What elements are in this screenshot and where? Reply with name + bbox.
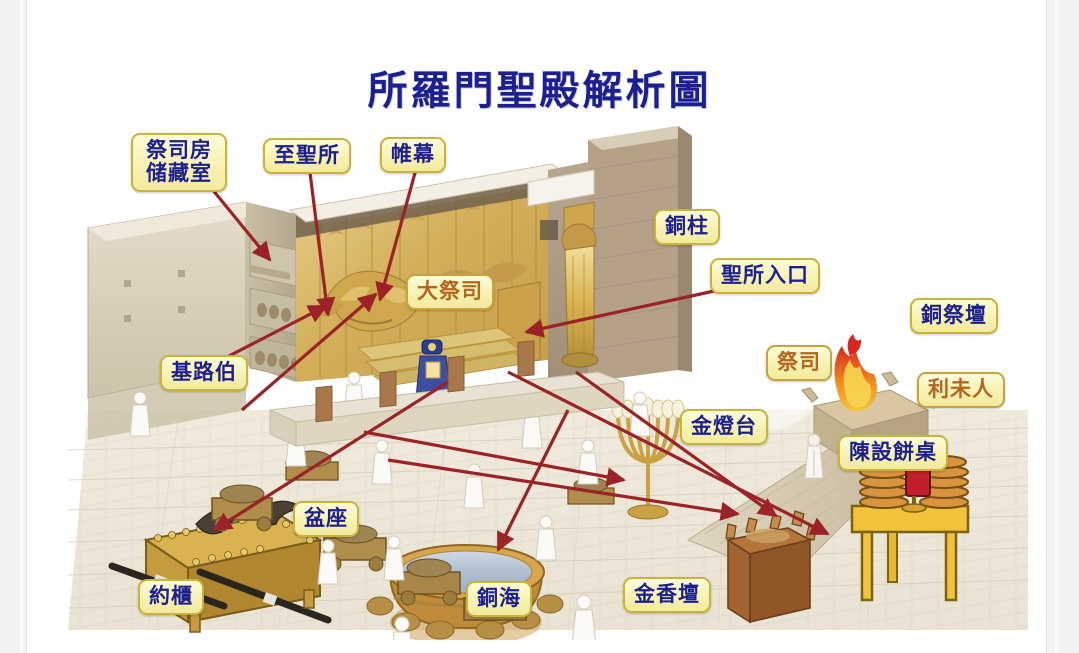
label-priest[interactable]: 祭司: [766, 345, 832, 381]
arrow-lampstand: [363, 430, 626, 487]
golden-incense-altar: [725, 510, 817, 624]
label-high-priest[interactable]: 大祭司: [406, 274, 494, 310]
priest-storage-rooms: [246, 202, 301, 382]
arrow-bronze-altar: [575, 370, 778, 518]
arrow-cherubim-2: [240, 292, 378, 412]
label-laver-stand[interactable]: 盆座: [293, 501, 359, 537]
label-bronze-altar[interactable]: 銅祭壇: [910, 298, 998, 334]
laver-stand: [397, 558, 461, 606]
label-golden-lampstand[interactable]: 金燈台: [680, 409, 768, 445]
label-table-of-showbread[interactable]: 陳設餅桌: [838, 435, 948, 471]
label-bronze-sea[interactable]: 銅海: [466, 581, 532, 617]
label-priest-rooms-line2: 储藏室: [146, 161, 212, 186]
courtyard-figures: [129, 371, 651, 640]
arrow-veil: [375, 161, 420, 302]
temple-outer-wall-left: [87, 201, 264, 440]
temple-illustration: [28, 110, 1048, 640]
arrow-holy-of-holies: [307, 164, 336, 317]
label-priest-rooms-line1: 祭司房: [146, 138, 212, 162]
sea-oxen-base: [366, 594, 564, 640]
label-ark-of-covenant[interactable]: 約櫃: [138, 579, 204, 615]
label-levite[interactable]: 利未人: [917, 372, 1005, 408]
label-priest-rooms[interactable]: 祭司房 储藏室: [131, 133, 227, 193]
label-veil[interactable]: 帷幕: [380, 137, 446, 173]
arrow-holy-entrance: [524, 286, 729, 338]
priest-figure: [804, 433, 824, 479]
arrow-ark: [212, 380, 449, 532]
label-holy-of-holies[interactable]: 至聖所: [263, 138, 351, 174]
label-cherubim[interactable]: 基路伯: [160, 355, 248, 391]
arrow-incense-altar: [387, 458, 740, 521]
arrow-bronze-sea: [496, 409, 570, 552]
label-golden-incense-altar[interactable]: 金香壇: [623, 577, 711, 613]
page-title: 所羅門聖殿解析圖: [367, 68, 712, 114]
label-bronze-pillar[interactable]: 銅柱: [654, 209, 720, 245]
bronze-pillar: [561, 201, 599, 368]
page-gutter-right: [1046, 0, 1079, 653]
label-holy-place-entrance[interactable]: 聖所入口: [710, 258, 820, 294]
page-gutter-left: [0, 0, 27, 653]
